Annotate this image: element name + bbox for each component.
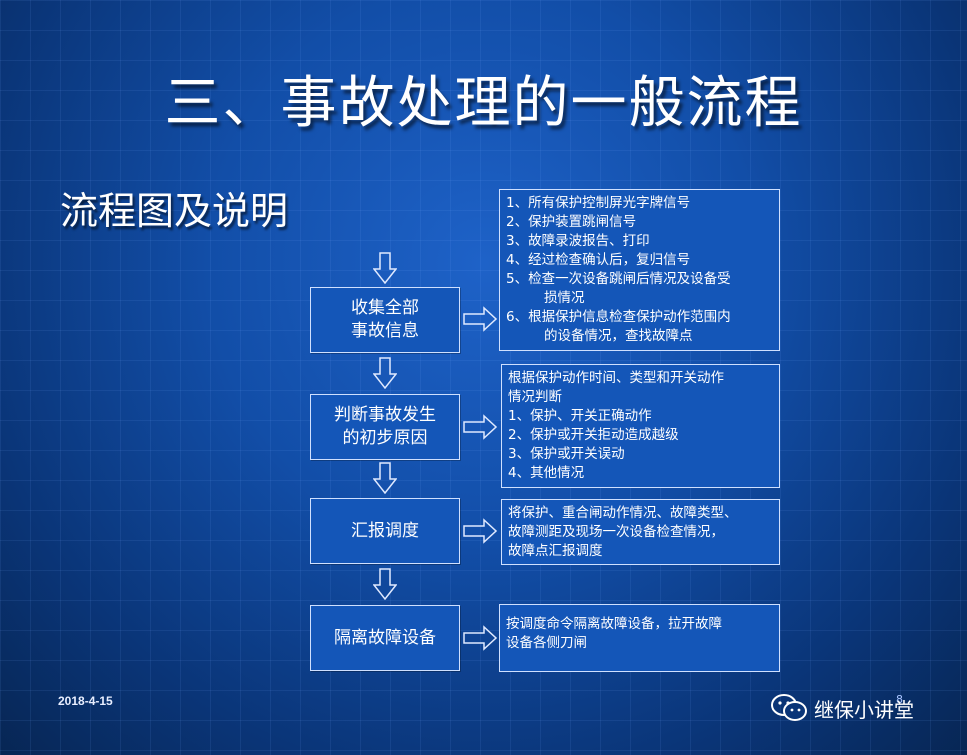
flow-step-judge-cause: 判断事故发生的初步原因 — [310, 394, 460, 460]
step-label-line: 的初步原因 — [342, 428, 428, 448]
description-line: 按调度命令隔离故障设备，拉开故障 — [506, 616, 722, 632]
description-line: 2、保护装置跳闸信号 — [506, 214, 637, 230]
flow-step-isolate-equipment: 隔离故障设备 — [310, 605, 460, 671]
slide-subtitle: 流程图及说明 — [60, 189, 289, 233]
description-line: 5、检查一次设备跳闸后情况及设备受 — [506, 271, 731, 287]
description-box-report-dispatch: 将保护、重合闸动作情况、故障类型、 故障测距及现场一次设备检查情况， 故障点汇报… — [501, 499, 780, 565]
brand-watermark: 继保小讲堂 — [770, 693, 914, 723]
description-line: 1、所有保护控制屏光字牌信号 — [506, 195, 691, 211]
step-label-line: 汇报调度 — [351, 520, 419, 541]
description-line: 的设备情况，查找故障点 — [544, 328, 693, 344]
right-arrow-icon — [463, 518, 497, 544]
right-arrow-icon — [463, 625, 497, 651]
description-line: 设备各侧刀闸 — [506, 635, 587, 651]
description-line: 根据保护动作时间、类型和开关动作 — [508, 370, 724, 386]
description-line: 情况判断 — [508, 389, 562, 405]
description-line: 4、经过检查确认后，复归信号 — [506, 252, 691, 268]
wechat-icon — [771, 694, 807, 721]
slide-date: 2018-4-15 — [58, 694, 113, 708]
flow-step-collect-info: 收集全部事故信息 — [310, 287, 460, 353]
brand-name: 继保小讲堂 — [814, 697, 914, 722]
step-label-line: 隔离故障设备 — [334, 627, 436, 648]
description-line: 将保护、重合闸动作情况、故障类型、 — [508, 505, 738, 521]
description-line: 故障点汇报调度 — [508, 543, 603, 559]
flow-step-report-dispatch: 汇报调度 — [310, 498, 460, 564]
description-line: 1、保护、开关正确动作 — [508, 408, 652, 424]
down-arrow-icon — [373, 252, 397, 284]
description-line: 3、保护或开关误动 — [508, 446, 625, 462]
down-arrow-icon — [373, 568, 397, 600]
step-label-line: 事故信息 — [351, 321, 419, 341]
description-box-collect-info: 1、所有保护控制屏光字牌信号 2、保护装置跳闸信号 3、故障录波报告、打印 4、… — [499, 189, 780, 351]
description-line: 6、根据保护信息检查保护动作范围内 — [506, 309, 731, 325]
description-box-judge-cause: 根据保护动作时间、类型和开关动作 情况判断 1、保护、开关正确动作 2、保护或开… — [501, 364, 780, 488]
description-line: 故障测距及现场一次设备检查情况， — [508, 524, 724, 540]
description-line: 4、其他情况 — [508, 465, 585, 481]
description-box-isolate-equipment: 按调度命令隔离故障设备，拉开故障 设备各侧刀闸 — [499, 604, 780, 672]
description-line: 2、保护或开关拒动造成越级 — [508, 427, 679, 443]
step-label-line: 收集全部 — [351, 298, 419, 318]
down-arrow-icon — [373, 357, 397, 389]
right-arrow-icon — [463, 414, 497, 440]
down-arrow-icon — [373, 462, 397, 494]
step-label-line: 判断事故发生 — [334, 405, 436, 425]
slide-title: 三、事故处理的一般流程 — [164, 71, 803, 136]
description-line: 损情况 — [544, 290, 585, 306]
page-number: 8 — [896, 693, 903, 706]
description-line: 3、故障录波报告、打印 — [506, 233, 650, 249]
right-arrow-icon — [463, 306, 497, 332]
